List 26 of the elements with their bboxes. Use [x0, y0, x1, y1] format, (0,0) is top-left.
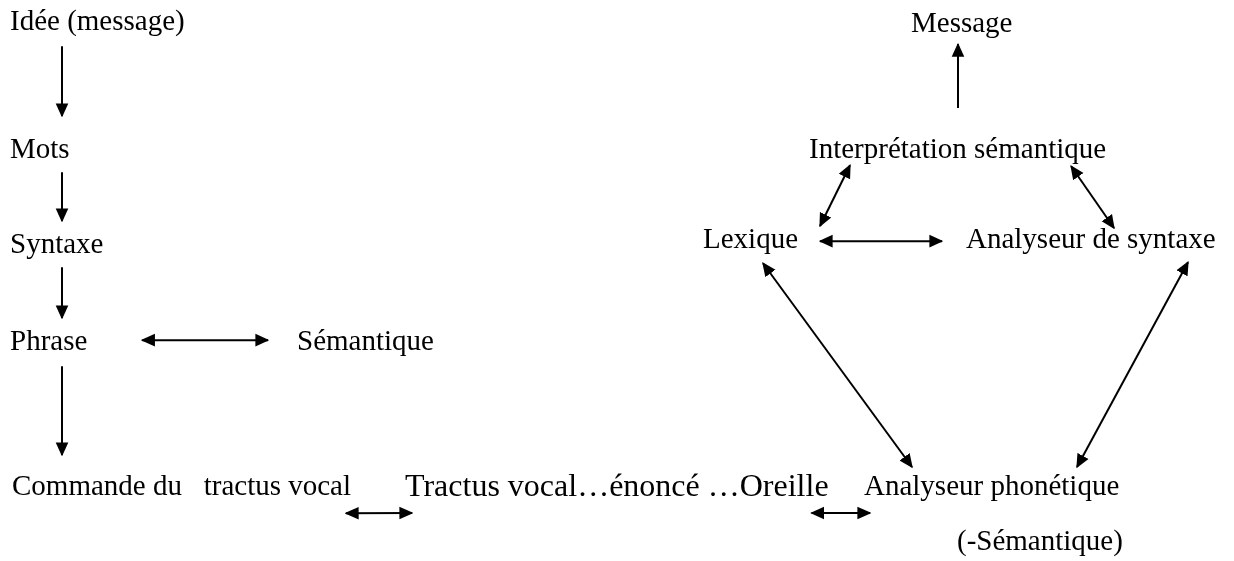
- node-label: Syntaxe: [10, 226, 104, 261]
- node-label: Tractus vocal…énoncé …Oreille: [405, 466, 829, 505]
- node-label: Message: [911, 5, 1013, 40]
- node-label: Idée (message): [10, 3, 185, 38]
- arrow: [140, 333, 270, 347]
- arrow: [1076, 261, 1189, 469]
- arrow: [810, 506, 872, 520]
- arrow: [344, 506, 414, 520]
- arrow: [55, 365, 69, 457]
- arrow: [818, 234, 944, 248]
- node-label: Lexique: [703, 221, 798, 256]
- node-label: Sémantique: [297, 323, 434, 358]
- node-label: Phrase: [10, 323, 88, 358]
- arrow: [951, 42, 965, 109]
- node-label: Mots: [10, 131, 70, 166]
- node-label: Interprétation sémantique: [809, 131, 1107, 166]
- arrow: [55, 266, 69, 320]
- arrow: [1070, 165, 1115, 230]
- node-label: Analyseur phonétique: [864, 468, 1120, 503]
- node-label: Analyseur de syntaxe: [966, 221, 1216, 256]
- arrow: [55, 171, 69, 223]
- arrow: [762, 262, 913, 469]
- node-label: Commande du tractus vocal: [12, 468, 352, 503]
- node-caption: (-Sémantique): [957, 523, 1123, 559]
- arrow: [55, 45, 69, 118]
- arrow: [819, 164, 851, 228]
